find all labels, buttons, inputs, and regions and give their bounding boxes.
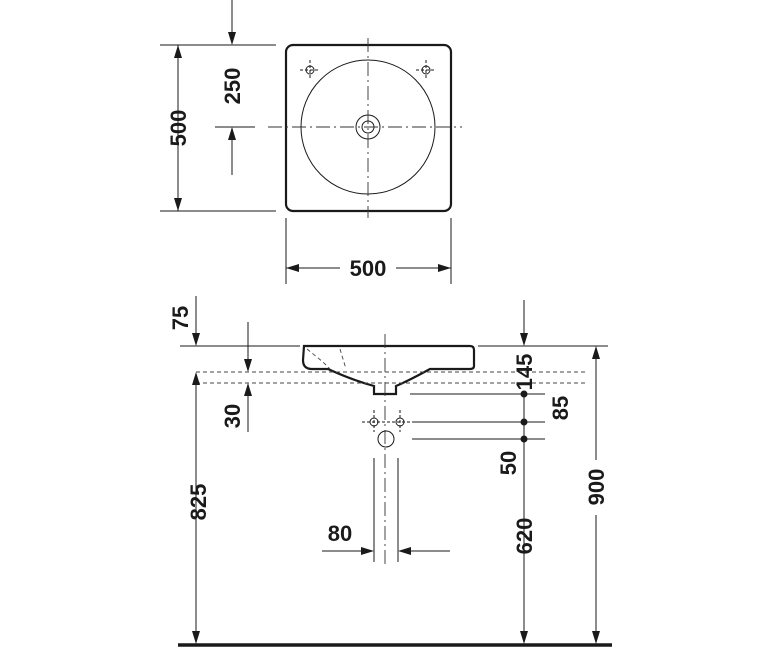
dim-left-chain: 75 30 825 (168, 296, 300, 644)
dim-top-center: 250 (215, 0, 255, 175)
supply-fittings (362, 410, 412, 562)
bowl-inner-dashed (306, 348, 331, 370)
basin-outline-top (284, 43, 453, 213)
dim-right-chain: 145 85 50 620 (410, 300, 608, 644)
dim-500-horizontal-label: 500 (350, 256, 387, 281)
fixing-hole-left (300, 60, 320, 80)
dim-top-height: 500 (160, 44, 276, 212)
basin-profile (301, 344, 476, 396)
dim-250-label: 250 (220, 68, 245, 105)
dim-500-vertical-label: 500 (166, 110, 191, 147)
dim-75-label: 75 (168, 306, 193, 330)
dim-80-label: 80 (328, 521, 352, 546)
side-view: 75 30 825 145 85 50 620 (168, 296, 612, 647)
dim-825-label: 825 (186, 484, 211, 521)
dim-620-label: 620 (512, 518, 537, 555)
fixing-hole-right (416, 60, 436, 80)
dim-85-label: 85 (548, 396, 573, 420)
dim-145-label: 145 (512, 354, 537, 391)
top-view: 500 250 500 (160, 0, 462, 284)
dim-30-label: 30 (220, 404, 245, 428)
dim-outlet-width: 80 (322, 521, 450, 555)
dim-total-height: 900 (584, 346, 609, 644)
dim-top-width: 500 (285, 218, 452, 284)
dim-50-label: 50 (496, 451, 521, 475)
dim-900-label: 900 (584, 469, 609, 506)
